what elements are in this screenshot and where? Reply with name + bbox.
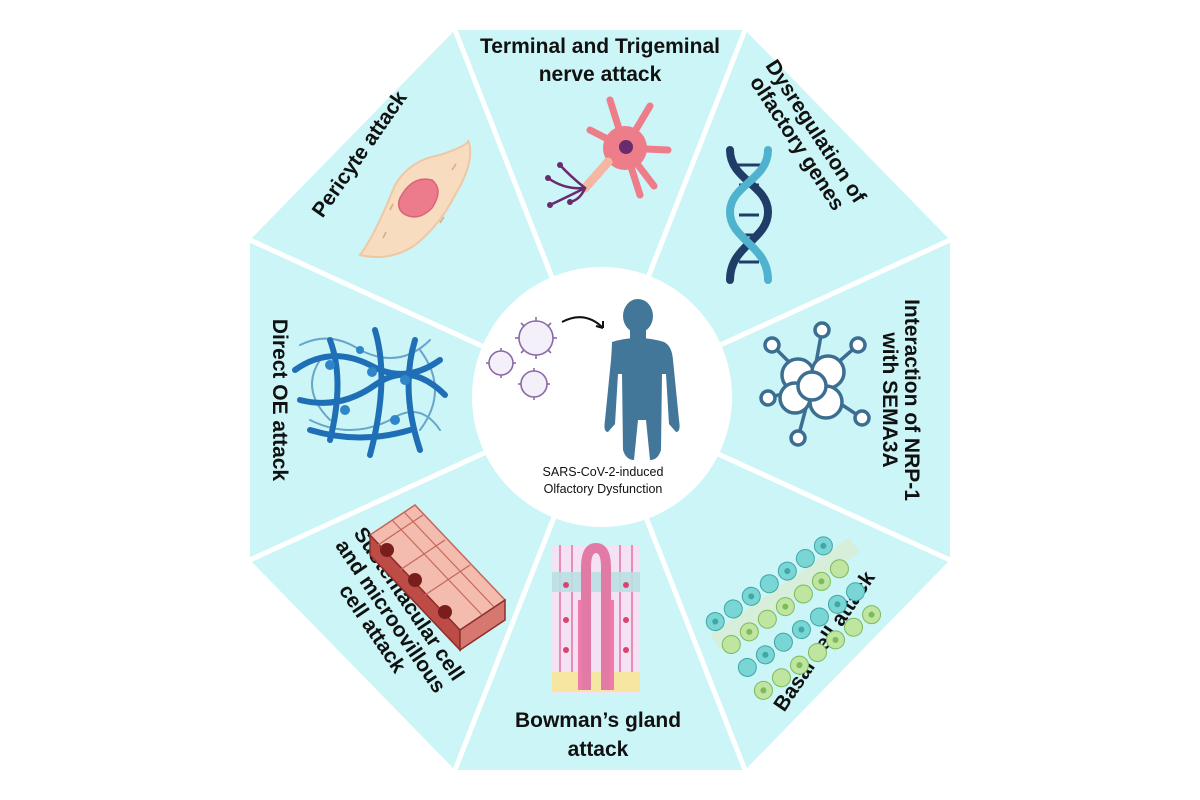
segment-bowman-gland: Bowman’s gland attack <box>515 542 681 761</box>
segment-label-line1: Terminal and Trigeminal <box>480 35 720 58</box>
segment-nrp1: Interaction of NRP-1 with SEMA3A <box>759 299 923 501</box>
virus-icon <box>486 317 557 400</box>
dna-helix-icon <box>725 146 773 284</box>
basal-cells-icon <box>705 536 882 700</box>
segment-label: Direct OE attack <box>268 319 291 482</box>
human-body-icon <box>604 299 680 460</box>
segment-label-line2: with SEMA3A <box>878 331 901 467</box>
segment-label-line1: Interaction of NRP-1 <box>900 299 923 501</box>
center-title-line2: Olfactory Dysfunction <box>544 482 663 496</box>
arrow-icon <box>561 316 604 329</box>
center-title-line1: SARS-CoV-2-induced <box>543 465 664 479</box>
neuron-icon <box>545 96 672 208</box>
neural-network-icon <box>292 327 448 458</box>
epithelial-tissue-icon <box>368 504 507 652</box>
segment-terminal-nerve: Terminal and Trigeminal nerve attack <box>480 35 720 208</box>
molecule-network-icon <box>759 321 871 447</box>
segment-label-line1: Bowman’s gland <box>515 709 681 732</box>
segment-label-line2: attack <box>568 738 629 761</box>
pericyte-cell-icon <box>358 139 472 258</box>
center-hub: SARS-CoV-2-induced Olfactory Dysfunction <box>472 267 732 527</box>
segment-direct-oe: Direct OE attack <box>268 319 448 482</box>
segment-label-line2: nerve attack <box>539 63 662 86</box>
bowman-gland-icon <box>552 542 640 693</box>
